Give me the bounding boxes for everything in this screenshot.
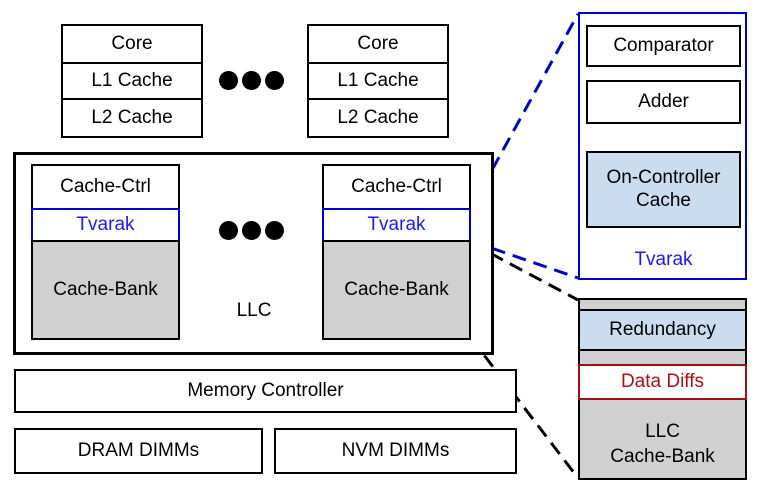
on-controller-cache-block: On-Controller Cache <box>586 151 741 228</box>
llc-label: LLC <box>236 300 272 321</box>
ellipsis-slices-icon <box>219 221 284 240</box>
tvarak-detail-label: Tvarak <box>634 249 693 270</box>
cache-bank-right: Cache-Bank <box>322 240 471 340</box>
redundancy-block: Redundancy <box>578 309 747 351</box>
l2-cache-right: L2 Cache <box>307 98 449 138</box>
tvarak-left: Tvarak <box>31 208 180 242</box>
core-left: Core <box>61 24 203 64</box>
cache-ctrl-right: Cache-Ctrl <box>322 164 471 210</box>
data-diffs-block: Data Diffs <box>578 364 747 400</box>
llc-cache-bank-label: LLC Cache-Bank <box>610 421 715 467</box>
zoom-line-bank-bottom <box>469 337 580 479</box>
ellipsis-cores-icon <box>219 71 284 90</box>
zoom-line-tvarak-top <box>469 13 580 209</box>
l1-cache-left: L1 Cache <box>61 62 203 100</box>
tvarak-right: Tvarak <box>322 208 471 242</box>
l1-cache-right: L1 Cache <box>307 62 449 100</box>
zoom-line-bank-top <box>470 241 579 302</box>
cache-bank-left: Cache-Bank <box>31 240 180 340</box>
core-right: Core <box>307 24 449 64</box>
dram-dimms: DRAM DIMMs <box>14 428 263 474</box>
adder-block: Adder <box>586 80 741 124</box>
memory-controller: Memory Controller <box>14 369 517 413</box>
comparator-block: Comparator <box>586 25 741 67</box>
nvm-dimms: NVM DIMMs <box>274 428 517 474</box>
zoom-line-tvarak-bottom <box>470 239 579 280</box>
cache-ctrl-left: Cache-Ctrl <box>31 164 180 210</box>
l2-cache-left: L2 Cache <box>61 98 203 138</box>
